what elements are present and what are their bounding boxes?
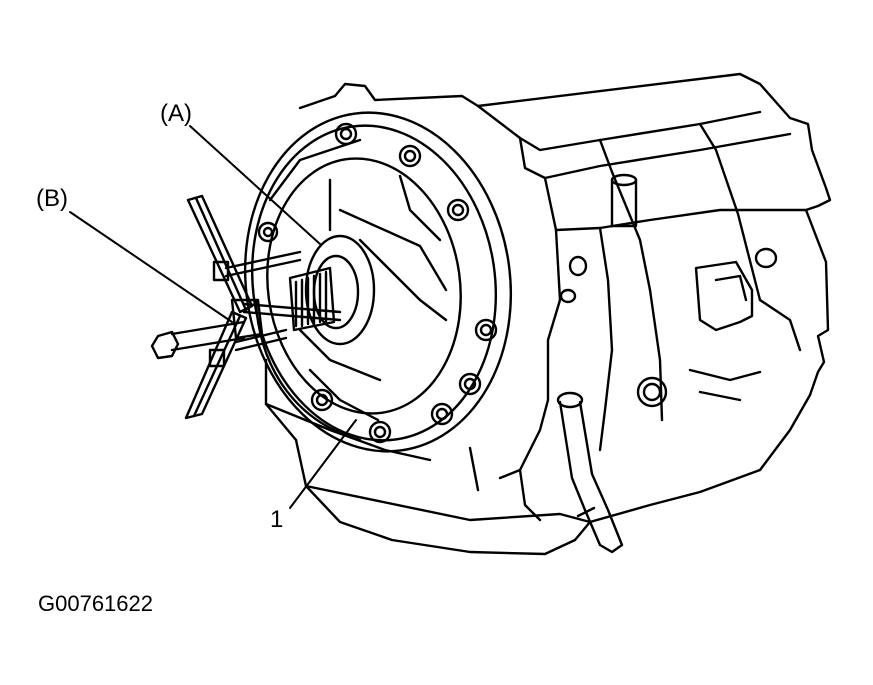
- transmission-case: [264, 72, 832, 556]
- puller-tool: [184, 194, 342, 420]
- callout-label-1: 1: [270, 506, 284, 533]
- figure-id-label: G00761622: [38, 591, 153, 616]
- slide-hammer: [150, 320, 246, 360]
- leader-lines: [69, 125, 357, 509]
- input-shaft: [288, 266, 336, 332]
- callout-label-a: (A): [160, 100, 192, 127]
- oil-pump-housing: [243, 111, 513, 453]
- leader-line-1: [289, 419, 357, 509]
- leader-line-b: [69, 211, 233, 323]
- callout-label-b: (B): [36, 185, 68, 212]
- leader-line-a: [189, 125, 321, 245]
- dipstick-tube: [556, 391, 624, 554]
